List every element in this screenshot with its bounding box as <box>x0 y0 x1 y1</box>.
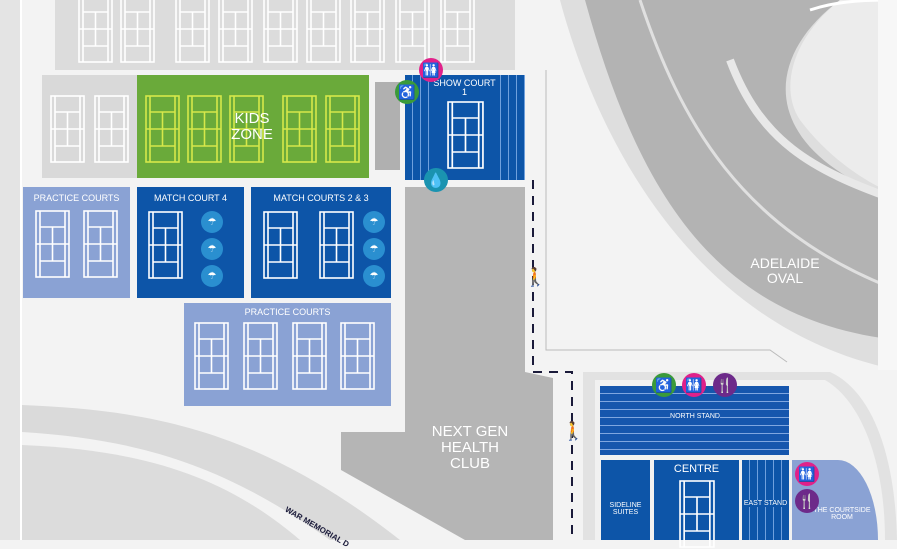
toilets-icon: 🚻 <box>419 58 443 82</box>
tennis-court <box>120 0 155 63</box>
tennis-court <box>229 95 264 163</box>
shade-seating-icon: ☂ <box>201 238 223 260</box>
tennis-court <box>78 0 113 63</box>
tennis-court <box>194 322 229 390</box>
toilets-icon: 🚻 <box>795 462 819 486</box>
unlabeled-courts <box>42 75 137 178</box>
tennis-court <box>94 95 129 163</box>
tennis-court <box>440 0 475 63</box>
shade-seating-icon: ☂ <box>363 238 385 260</box>
food-icon: 🍴 <box>713 373 737 397</box>
tennis-court <box>395 0 430 63</box>
tennis-court <box>306 0 341 63</box>
north-stand-label: NORTH STAND <box>670 413 720 421</box>
match-court-4[interactable]: MATCH COURT 4 ☂ ☂ ☂ <box>137 187 244 298</box>
tennis-court <box>35 210 70 278</box>
next-gen-health-club-label: NEXT GEN HEALTH CLUB <box>431 423 509 472</box>
practice-courts-bottom-label: PRACTICE COURTS <box>244 307 331 317</box>
tennis-court <box>282 95 317 163</box>
water-icon: 💧 <box>424 168 448 192</box>
north-stand[interactable]: NORTH STAND <box>600 386 789 455</box>
adelaide-oval-label: ADELAIDE OVAL <box>750 255 820 286</box>
tennis-court <box>319 211 354 279</box>
food-icon: 🍴 <box>795 489 819 513</box>
match-courts-2-3-label: MATCH COURTS 2 & 3 <box>273 193 369 203</box>
tennis-court <box>679 480 715 548</box>
tennis-court <box>325 95 360 163</box>
wheelchair-icon: ♿ <box>395 80 419 104</box>
tennis-court <box>292 322 327 390</box>
east-stand[interactable]: EAST STAND <box>742 460 789 540</box>
toilets-icon: 🚻 <box>682 373 706 397</box>
tennis-court <box>263 0 298 63</box>
tennis-court <box>187 95 222 163</box>
tennis-court <box>145 95 180 163</box>
tennis-court <box>50 95 85 163</box>
shade-seating-icon: ☂ <box>363 265 385 287</box>
centre-court[interactable]: CENTRE <box>654 460 739 548</box>
tennis-court <box>263 211 298 279</box>
match-courts-2-3[interactable]: MATCH COURTS 2 & 3 ☂ ☂ ☂ <box>251 187 391 298</box>
tennis-court <box>447 101 484 169</box>
practice-courts-label: PRACTICE COURTS <box>33 193 120 203</box>
tennis-court <box>350 0 385 63</box>
shade-seating-icon: ☂ <box>363 211 385 233</box>
practice-courts-bottom[interactable]: PRACTICE COURTS <box>184 303 391 406</box>
tennis-court <box>218 0 253 63</box>
show-court-1-label: SHOW COURT 1 <box>433 78 496 98</box>
match-court-4-label: MATCH COURT 4 <box>153 193 227 203</box>
walking-path-icon: 🚶 <box>524 267 547 287</box>
tennis-court <box>83 210 118 278</box>
practice-courts-left[interactable]: PRACTICE COURTS <box>23 187 130 298</box>
tennis-court <box>175 0 210 63</box>
wheelchair-icon: ♿ <box>652 373 676 397</box>
centre-label: CENTRE <box>673 463 720 475</box>
walking-path-icon: 🚶 <box>562 421 585 441</box>
east-stand-label: EAST STAND <box>742 500 789 508</box>
sideline-suites-label: SIDELINE SUITES <box>609 502 642 517</box>
shade-seating-icon: ☂ <box>201 265 223 287</box>
kids-zone[interactable]: KIDS ZONE <box>137 75 369 178</box>
show-court-1[interactable]: SHOW COURT 1 <box>405 75 525 180</box>
tennis-court <box>340 322 375 390</box>
tennis-court <box>148 211 183 279</box>
shade-seating-icon: ☂ <box>201 211 223 233</box>
kids-zone-label: KIDS ZONE <box>231 110 273 143</box>
courtside-room-label: THE COURTSIDE ROOM <box>813 507 871 522</box>
tennis-court <box>243 322 278 390</box>
sideline-suites[interactable]: SIDELINE SUITES <box>601 460 650 540</box>
